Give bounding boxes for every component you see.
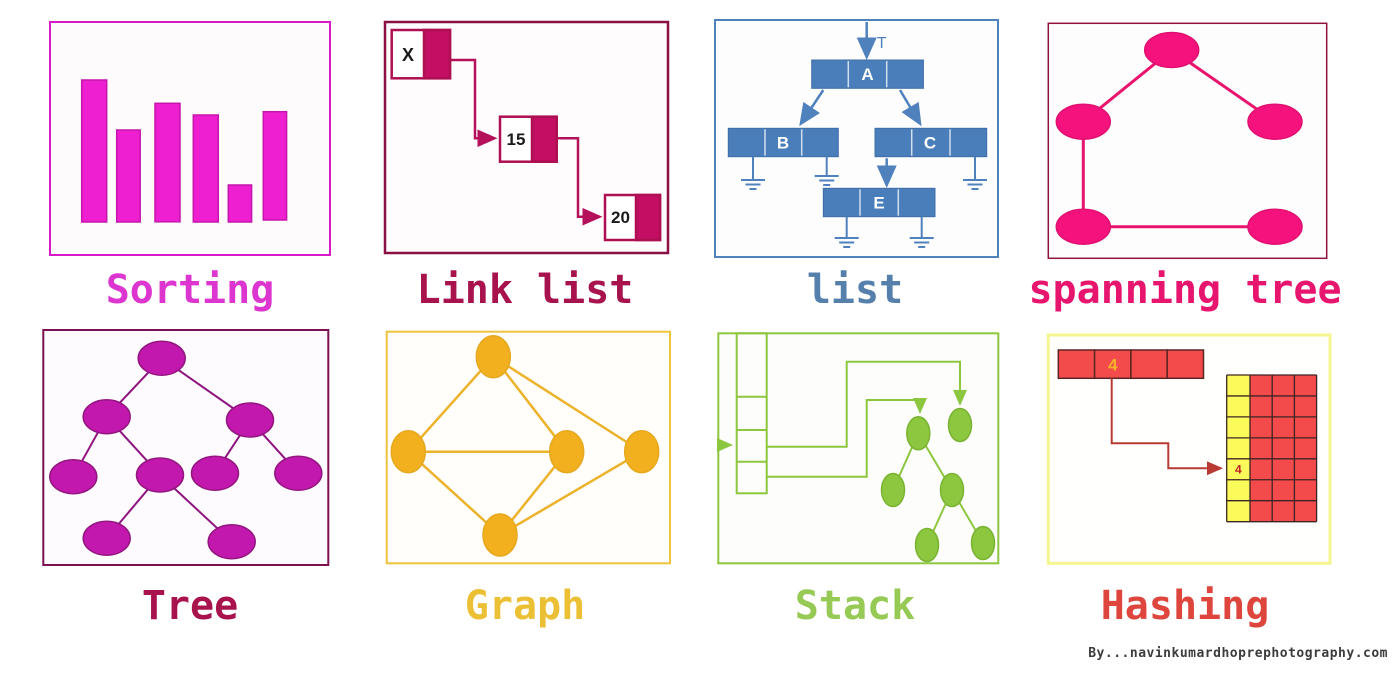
list-node-E: E bbox=[822, 187, 936, 218]
graph-label: Graph bbox=[464, 583, 586, 629]
bar-1 bbox=[80, 79, 108, 223]
node bbox=[939, 472, 965, 508]
link-list-panel: X 15 20 bbox=[383, 20, 670, 255]
node bbox=[225, 402, 275, 438]
link-list-node-15: 15 bbox=[498, 115, 558, 163]
node-value: 20 bbox=[611, 208, 630, 227]
bar-4 bbox=[192, 114, 220, 223]
bar-5 bbox=[227, 184, 253, 223]
node bbox=[1055, 208, 1112, 245]
pointer-label: T bbox=[877, 35, 887, 52]
list-node-B: B bbox=[727, 127, 839, 158]
node-value: A bbox=[861, 65, 873, 84]
node bbox=[207, 523, 256, 560]
ground-icon bbox=[963, 156, 987, 190]
hashing-panel: 4 4 bbox=[1046, 333, 1332, 565]
pointer-arrow bbox=[766, 398, 927, 478]
stack-tree-nodes bbox=[880, 407, 996, 563]
node bbox=[914, 527, 940, 563]
hash-bucket-value: 4 bbox=[1235, 463, 1242, 477]
node bbox=[970, 525, 996, 561]
stack-panel-border bbox=[717, 332, 1000, 565]
node bbox=[82, 398, 131, 435]
ground-icon bbox=[834, 216, 859, 248]
node bbox=[274, 455, 323, 492]
node bbox=[82, 520, 131, 557]
node bbox=[880, 472, 906, 508]
node bbox=[475, 334, 512, 379]
node bbox=[190, 455, 240, 492]
tree-nodes bbox=[49, 340, 323, 560]
stack-label: Stack bbox=[794, 583, 916, 629]
node-value: E bbox=[873, 194, 884, 213]
bar-3 bbox=[154, 102, 181, 223]
node-value: C bbox=[924, 134, 936, 153]
sorting-bars bbox=[80, 79, 288, 223]
spanning-tree-label: spanning tree bbox=[1028, 267, 1342, 313]
link-list-label: Link list bbox=[416, 267, 634, 313]
spanning-tree-nodes bbox=[1055, 31, 1303, 245]
list-nodes: A B C E bbox=[727, 59, 988, 218]
stack-pointers bbox=[717, 360, 967, 478]
graph-panel bbox=[385, 330, 671, 565]
credit-watermark: By...navinkumardhoprephotography.com bbox=[1088, 646, 1388, 661]
list-node-A: A bbox=[811, 59, 924, 89]
node bbox=[390, 429, 427, 474]
ground-symbols bbox=[741, 156, 987, 248]
hash-table-grid bbox=[1226, 374, 1318, 523]
node bbox=[49, 458, 98, 495]
spanning-tree-panel bbox=[1047, 22, 1328, 260]
node-value: 15 bbox=[507, 130, 526, 149]
ground-icon bbox=[909, 216, 934, 248]
hash-table: 4 bbox=[1226, 374, 1318, 523]
link-list-node-head: X bbox=[390, 28, 452, 80]
node bbox=[135, 457, 185, 493]
arrow-a-c bbox=[898, 89, 922, 127]
tree-panel bbox=[42, 329, 330, 566]
link-list-connectors bbox=[450, 58, 603, 226]
tree-panel-border bbox=[42, 329, 330, 566]
bar-2 bbox=[115, 129, 141, 223]
sorting-panel bbox=[49, 21, 331, 256]
node bbox=[906, 416, 931, 451]
node bbox=[1247, 103, 1303, 140]
node bbox=[482, 513, 518, 557]
bar-6 bbox=[262, 110, 288, 221]
list-panel: T A B C bbox=[714, 19, 999, 258]
node bbox=[1055, 103, 1112, 140]
node bbox=[1143, 31, 1200, 69]
list-arrows bbox=[799, 22, 922, 188]
connector-arrow bbox=[450, 58, 498, 148]
node-value: B bbox=[777, 134, 789, 153]
sorting-label: Sorting bbox=[105, 267, 275, 313]
node bbox=[137, 340, 186, 377]
hash-key-array bbox=[1057, 349, 1205, 380]
arrow-a-b bbox=[799, 89, 825, 127]
hash-key-value: 4 bbox=[1108, 356, 1118, 375]
list-node-C: C bbox=[874, 127, 988, 158]
link-list-node-20: 20 bbox=[603, 193, 662, 242]
graph-panel-border bbox=[385, 330, 671, 565]
list-label: list bbox=[806, 267, 904, 313]
tree-label: Tree bbox=[141, 583, 239, 629]
node bbox=[1247, 208, 1303, 245]
ground-icon bbox=[741, 156, 765, 190]
node bbox=[947, 407, 973, 443]
node-value: X bbox=[402, 45, 414, 65]
node bbox=[623, 429, 660, 474]
graph-nodes bbox=[390, 334, 660, 557]
ground-icon bbox=[814, 156, 839, 186]
stack-panel bbox=[717, 332, 1000, 565]
stack-cells bbox=[735, 332, 768, 495]
hashing-label: Hashing bbox=[1100, 583, 1270, 629]
hash-arrow bbox=[1110, 378, 1223, 476]
connector-arrow bbox=[556, 137, 603, 226]
pointer-arrow bbox=[766, 360, 967, 448]
node bbox=[548, 429, 585, 474]
